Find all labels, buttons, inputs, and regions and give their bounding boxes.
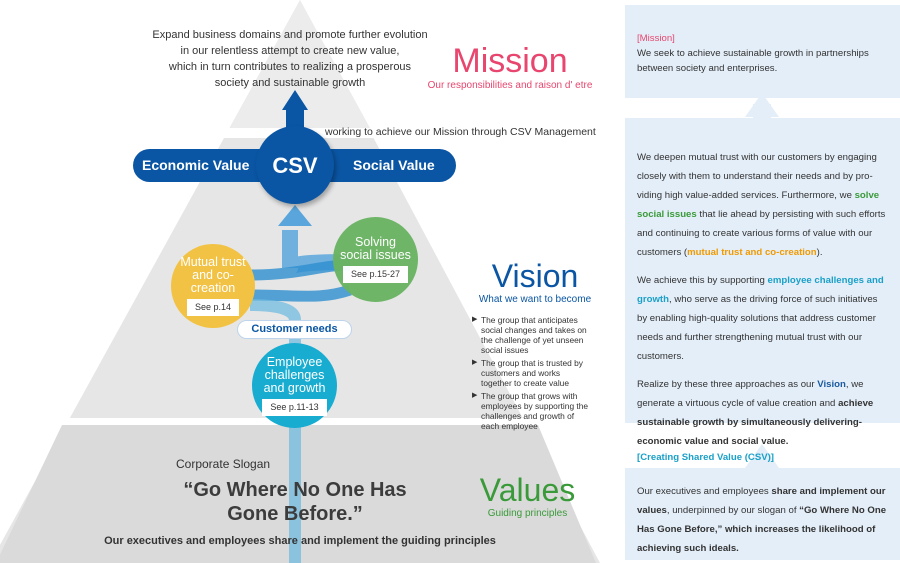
vision-item: The group that grows with employees by s… — [472, 391, 592, 431]
values-title: Values — [479, 472, 576, 508]
text-bold: achieve sustainable growth by simultaneo… — [637, 398, 874, 447]
panel-paragraph: We deepen mutual trust with our customer… — [637, 152, 886, 258]
vision-subtitle: What we want to become — [478, 294, 592, 305]
text: Our executives and employees — [637, 486, 772, 497]
vision-title: Vision — [491, 258, 579, 294]
vision-item: The group that anticipates social change… — [472, 315, 592, 355]
values-subtitle: Guiding principles — [487, 508, 568, 519]
panel-mission-tag: [Mission] — [637, 33, 675, 44]
social-issues-circle: Solving social issues See p.15-27 — [333, 217, 418, 302]
panel-paragraph: We achieve this by supporting employee c… — [637, 271, 888, 366]
highlight-employee: employee challenges and growth — [637, 275, 884, 305]
vision-list: The group that anticipates social change… — [472, 315, 592, 434]
mutual-trust-page-ref: See p.14 — [186, 299, 240, 316]
text: Realize by these three approaches as our — [637, 379, 818, 390]
csv-circle: CSV — [256, 126, 334, 204]
panel-paragraph: Realize by these three approaches as our… — [637, 375, 888, 451]
text: that lie ahead by persisting with such e… — [637, 209, 886, 258]
mutual-trust-label: Mutual trust and co-creation — [180, 255, 246, 295]
mutual-trust-circle: Mutual trust and co-creation See p.14 — [171, 244, 255, 328]
panel-values: Our executives and employees share and i… — [625, 468, 900, 560]
csv-caption: working to achieve our Mission through C… — [325, 126, 596, 138]
mission-intro-line: Expand business domains and promote furt… — [152, 29, 428, 41]
social-issues-page-ref: See p.15-27 — [342, 266, 409, 283]
panel-vision: We deepen mutual trust with our customer… — [625, 118, 900, 463]
text-bold: “Go Where No One Has Gone Before,” which… — [637, 505, 887, 554]
panel-paragraph: Our executives and employees share and i… — [637, 482, 888, 558]
panel-csv-tag: [Creating Shared Value (CSV)] — [637, 452, 775, 463]
text: , we generate a virtuous cycle of value … — [637, 379, 864, 409]
highlight-mutual: mutual trust and co-creation — [687, 247, 817, 258]
vision-item: The group that is trusted by customers a… — [472, 358, 592, 388]
social-value-label: Social Value — [353, 157, 435, 173]
social-issues-label: Solving social issues — [340, 235, 411, 262]
mission-intro-line: society and sustainable growth — [214, 77, 366, 89]
mission-subtitle: Our responsibilities and raison d' etre — [427, 80, 593, 91]
employee-circle: Employee challenges and growth See p.11-… — [252, 343, 337, 428]
mission-title: Mission — [452, 42, 568, 80]
values-footer: Our executives and employees share and i… — [104, 535, 496, 547]
mission-intro-line: which in turn contributes to realizing a… — [168, 61, 412, 73]
highlight-social: solve social issues — [637, 190, 880, 220]
text: We deepen mutual trust with our customer… — [637, 152, 877, 201]
panel-mission: [Mission] We seek to achieve sustainable… — [625, 5, 900, 98]
mission-intro-line: in our relentless attempt to create new … — [180, 45, 400, 57]
corporate-slogan: “Go Where No One Has Gone Before.” — [183, 479, 407, 525]
customer-needs-label: Customer needs — [237, 320, 352, 339]
text: , who serve as the driving force of such… — [637, 294, 878, 362]
highlight-vision: Vision — [817, 379, 846, 390]
economic-value-label: Economic Value — [142, 157, 250, 173]
employee-page-ref: See p.11-13 — [262, 398, 327, 416]
text-bold: share and implement our values — [637, 486, 886, 516]
slogan-label: Corporate Slogan — [176, 457, 271, 471]
panel-mission-text: We seek to achieve sustainable growth in… — [637, 48, 869, 74]
text: We achieve this by supporting — [637, 275, 768, 286]
mission-intro: Expand business domains and promote furt… — [150, 27, 430, 91]
text: , underpinned by our slogan of — [666, 505, 800, 516]
employee-label: Employee challenges and growth — [263, 354, 326, 395]
